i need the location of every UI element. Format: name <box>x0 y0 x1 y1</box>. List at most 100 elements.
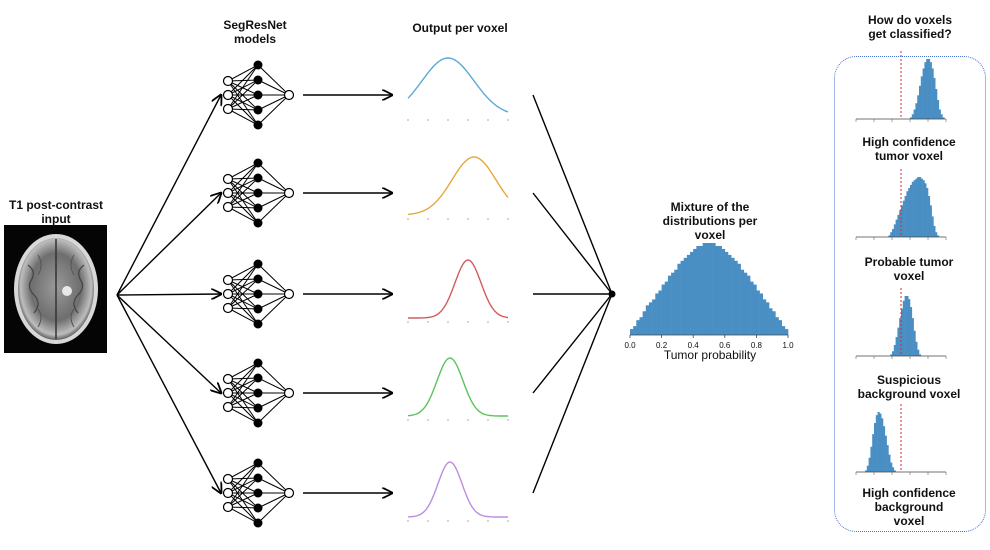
input-arrow-4 <box>116 294 221 493</box>
net-edge <box>227 192 259 208</box>
distribution-curve-1 <box>407 156 509 216</box>
hist-bar <box>888 235 891 237</box>
hist-bar <box>935 89 938 119</box>
net-edge <box>257 462 290 494</box>
net-edge <box>257 362 290 394</box>
hist-bar <box>881 418 884 472</box>
curve-panel-2 <box>407 259 509 323</box>
hist-bar <box>866 465 869 472</box>
hidden-node <box>253 518 263 528</box>
net-edge <box>257 94 290 111</box>
hist-bar <box>740 269 745 335</box>
hist-bar <box>890 354 893 356</box>
hist-bar <box>915 178 918 237</box>
hist-bar <box>879 413 882 472</box>
hist-bar <box>693 248 697 335</box>
hist-bar <box>645 305 650 335</box>
net-edge <box>257 492 290 509</box>
net-edge <box>227 79 259 110</box>
distribution-curve-0 <box>407 57 509 113</box>
mri-image <box>4 225 107 353</box>
mixture-node <box>608 290 616 298</box>
net-edge <box>257 293 290 325</box>
hist-bar <box>899 210 902 237</box>
hist-bar <box>935 232 938 237</box>
hist-bar <box>929 62 932 119</box>
hidden-node <box>253 90 263 100</box>
hist-bar <box>910 117 913 119</box>
output-title: Output per voxel <box>412 21 508 35</box>
hist-bar <box>919 177 922 237</box>
hidden-node <box>253 473 263 483</box>
input-arrow-0 <box>116 95 221 296</box>
hist-bar <box>913 180 916 237</box>
output-node <box>283 387 295 399</box>
hist-bar <box>911 114 914 119</box>
hist-bar <box>924 183 927 237</box>
hist-bar <box>683 257 688 335</box>
hist-bar <box>919 354 922 356</box>
hist-bar <box>865 470 868 472</box>
hist-bar <box>892 229 895 237</box>
net-edge <box>227 506 259 524</box>
hidden-node <box>253 203 263 213</box>
hidden-node <box>253 60 263 70</box>
hist-bar <box>917 349 920 356</box>
hist-bar <box>734 260 738 335</box>
net-edge <box>227 392 259 408</box>
hidden-node <box>253 488 263 498</box>
output-node <box>283 89 295 101</box>
net-edge <box>227 177 259 208</box>
hidden-node <box>253 458 263 468</box>
input-title: T1 post-contrast input <box>8 198 103 226</box>
hist-bar <box>759 293 764 335</box>
net-edge <box>227 477 259 508</box>
hist-bar <box>737 263 741 335</box>
net-edge <box>227 462 259 494</box>
hist-bar <box>942 117 945 119</box>
hist-bar <box>784 329 789 335</box>
net-edge <box>227 263 259 281</box>
net-edge <box>227 293 259 309</box>
converge-line-1 <box>532 192 613 295</box>
hidden-node <box>253 259 263 269</box>
class-label-high-tumor: High confidence tumor voxel <box>862 135 956 163</box>
hist-bar <box>648 302 653 335</box>
hist-bar <box>911 318 914 356</box>
hist-bar <box>895 219 898 237</box>
hist-bar <box>910 184 913 237</box>
hist-bar <box>686 254 691 335</box>
net-edge <box>257 64 290 96</box>
hidden-node <box>253 319 263 329</box>
hist-bar <box>888 454 891 472</box>
net-edge <box>227 64 259 82</box>
mixture-title: Mixture of the distributions per voxel <box>662 200 758 242</box>
net-edge <box>227 307 259 325</box>
hist-bar <box>877 412 880 472</box>
network-3 <box>222 358 295 428</box>
net-edge <box>227 108 259 126</box>
hist-bar <box>938 109 941 119</box>
mixture-xlabel: Tumor probability <box>663 348 757 362</box>
hist-bar <box>908 299 911 356</box>
hist-bar <box>928 195 931 237</box>
hist-bar <box>874 423 877 472</box>
hist-tick-label: 0.2 <box>656 341 668 350</box>
output-node <box>283 288 295 300</box>
hist-bar <box>661 284 666 335</box>
hist-bar <box>664 281 669 335</box>
net-edge <box>227 64 259 110</box>
converge-line-0 <box>532 94 613 295</box>
hist-bar <box>922 180 925 237</box>
hist-bar <box>890 232 893 237</box>
converge-line-3 <box>532 293 613 394</box>
hist-bar <box>895 337 898 356</box>
hist-bar <box>922 68 925 119</box>
hist-bar <box>769 308 773 335</box>
hist-bar <box>917 177 920 237</box>
hist-bar <box>727 254 732 335</box>
hist-tick-label: 1.0 <box>782 341 794 350</box>
